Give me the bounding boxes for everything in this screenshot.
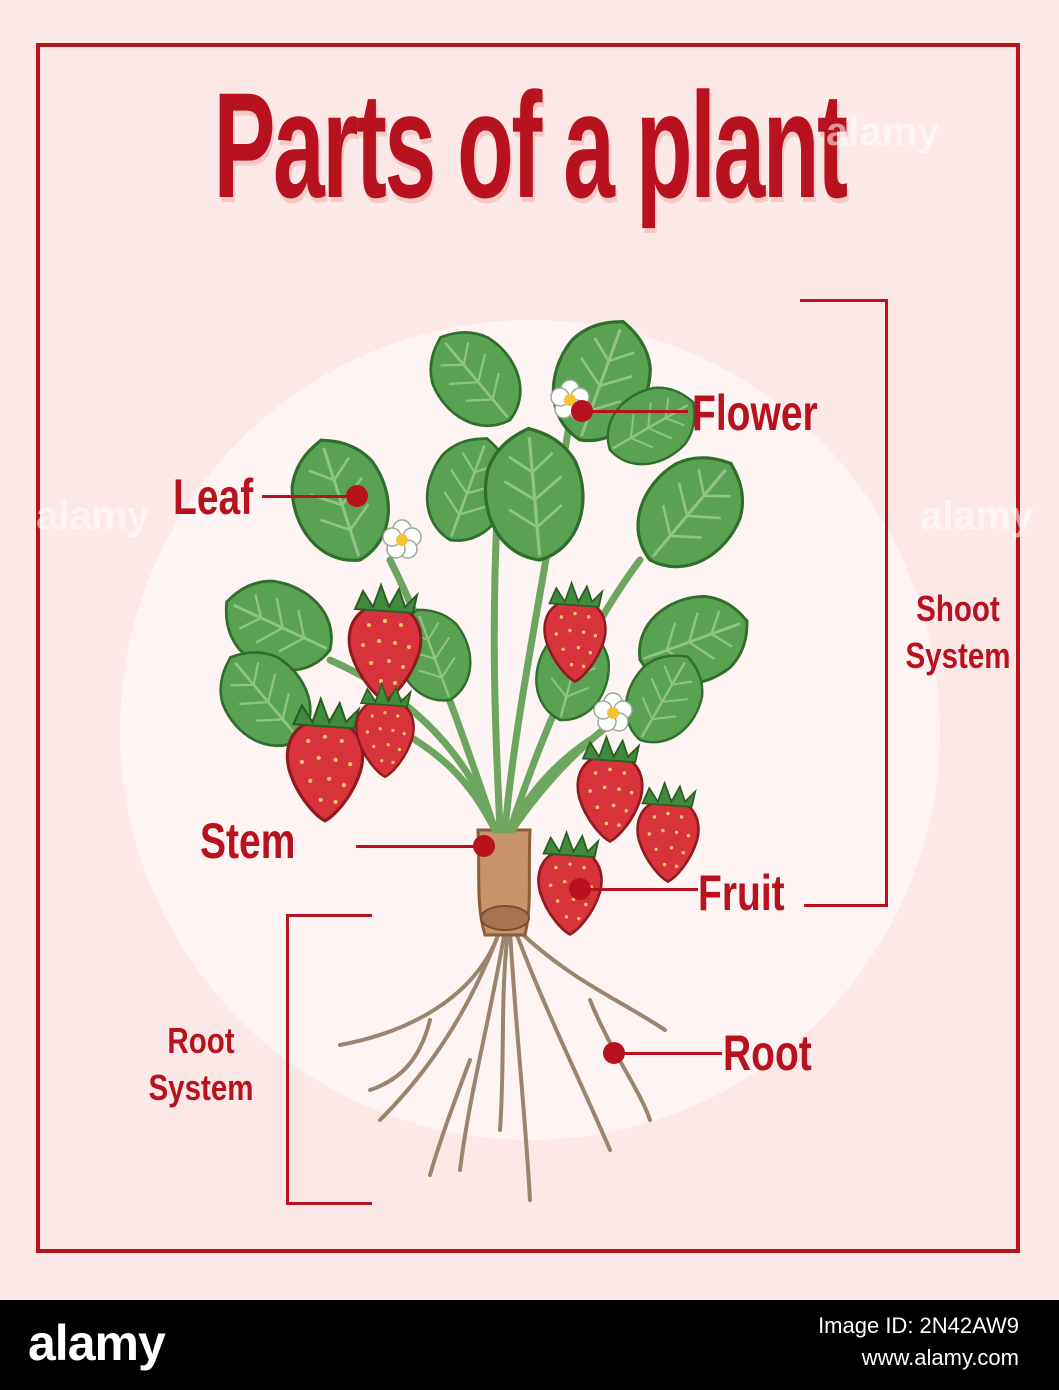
root-system-line1: Root xyxy=(167,1020,235,1061)
stem-leader-line xyxy=(356,845,486,848)
root-system-label: Root System xyxy=(148,1018,255,1112)
leaf-marker xyxy=(346,485,368,507)
flower-label: Flower xyxy=(692,385,818,441)
root-leader-line xyxy=(614,1052,722,1055)
stock-logo: alamy xyxy=(28,1315,166,1371)
flower-leader-line xyxy=(582,410,688,413)
stock-image-id: Image ID: 2N42AW9 xyxy=(818,1313,1019,1338)
stem-marker xyxy=(473,835,495,857)
stem-label: Stem xyxy=(200,813,296,869)
stock-site: www.alamy.com xyxy=(861,1344,1019,1370)
shoot-bracket-bottom xyxy=(804,904,888,907)
root-marker xyxy=(603,1042,625,1064)
shoot-bracket-top xyxy=(800,299,888,302)
shoot-system-label: Shoot System xyxy=(905,586,1012,680)
strawberry-plant-illustration xyxy=(198,304,769,1202)
stock-bar: alamy Image ID: 2N42AW9 www.alamy.com xyxy=(0,1300,1059,1390)
root-bracket-top xyxy=(286,914,372,917)
fruit-marker xyxy=(569,878,591,900)
shoot-bracket-side xyxy=(885,299,888,907)
fruit-label: Fruit xyxy=(698,865,785,921)
shoot-system-line2: System xyxy=(905,634,1011,676)
shoot-system-line1: Shoot xyxy=(916,588,1000,629)
diagram-poster: Parts of a plant xyxy=(36,43,1034,1253)
diagram-frame xyxy=(36,43,1020,1253)
root-label: Root xyxy=(723,1025,812,1081)
stock-image-info: Image ID: 2N42AW9 www.alamy.com xyxy=(818,1310,1019,1374)
diagram-title: Parts of a plant xyxy=(213,61,848,229)
root-bracket-side xyxy=(286,914,289,1204)
fruit-leader-line xyxy=(580,888,698,891)
leaf-label: Leaf xyxy=(173,469,254,525)
leaf-leader-line xyxy=(262,495,362,498)
flower-marker xyxy=(571,400,593,422)
root-bracket-bottom xyxy=(286,1202,372,1205)
root-system-line2: System xyxy=(148,1066,254,1108)
